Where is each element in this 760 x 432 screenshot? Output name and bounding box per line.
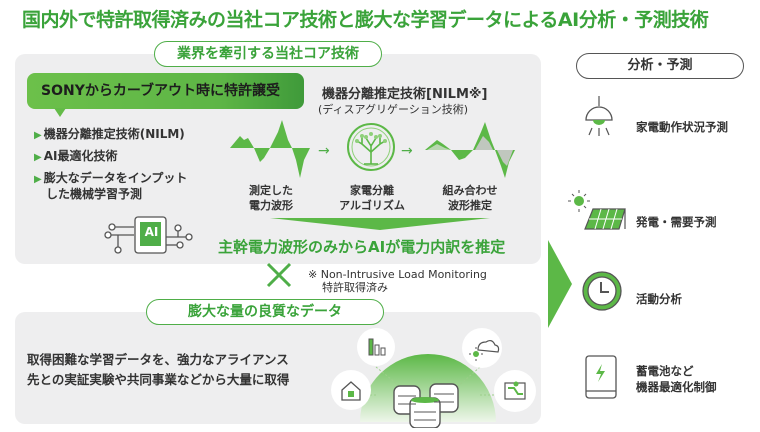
battery-device-icon bbox=[584, 354, 618, 400]
nilm-subtitle: (ディスアグリゲーション技術) bbox=[318, 103, 469, 116]
tree-circuit-icon bbox=[346, 122, 396, 172]
data-header: 膨大な量の良質なデータ bbox=[146, 299, 384, 325]
callout-tail bbox=[54, 108, 66, 117]
analysis-header: 分析・予測 bbox=[576, 53, 744, 79]
arrow-right-icon: → bbox=[318, 143, 330, 159]
step-caption-combined: 組み合わせ 波形推定 bbox=[442, 184, 498, 212]
cross-icon bbox=[266, 262, 292, 288]
page-title: 国内外で特許取得済みの当社コア技術と膨大な学習データによるAI分析・予測技術 bbox=[22, 9, 709, 31]
map-route-icon bbox=[494, 370, 536, 412]
bullet-ml-cont: した機械学習予測 bbox=[46, 187, 143, 201]
core-tech-header: 業界を牽引する当社コア技術 bbox=[154, 41, 382, 67]
funnel-arrow-icon bbox=[270, 218, 490, 230]
analysis-item-appliance: 家電動作状況予測 bbox=[636, 120, 728, 134]
bullet-nilm: ▶機器分離推定技術(NILM) bbox=[34, 127, 185, 141]
data-description: 取得困難な学習データを、強力なアライアンス 先との実証実験や共同事業などから大量… bbox=[27, 352, 290, 387]
sony-patent-callout: SONYからカーブアウト時に特許譲受 bbox=[27, 73, 304, 109]
ai-chip-icon bbox=[104, 213, 196, 257]
nilm-title: 機器分離推定技術[NILM※] bbox=[322, 87, 488, 102]
cloud-sun-icon bbox=[462, 328, 502, 368]
footnote: ※ Non-Intrusive Load Monitoring 特許取得済み bbox=[308, 268, 487, 294]
pendant-lamp-icon bbox=[582, 96, 616, 140]
big-right-arrow-icon bbox=[548, 240, 572, 328]
step-caption-algorithm: 家電分離 アルゴリズム bbox=[339, 184, 405, 212]
result-text: 主幹電力波形のみからAIが電力内訳を推定 bbox=[218, 238, 506, 256]
bar-chart-icon bbox=[357, 328, 395, 366]
clock-icon bbox=[581, 270, 623, 312]
step-caption-measured: 測定した 電力波形 bbox=[249, 184, 293, 212]
waveform-icon bbox=[230, 120, 310, 182]
analysis-item-activity: 活動分析 bbox=[636, 292, 682, 306]
analysis-item-battery: 蓄電池など 機器最適化制御 bbox=[636, 364, 717, 394]
bullet-ai-opt: ▶AI最適化技術 bbox=[34, 149, 118, 163]
house-icon bbox=[331, 370, 371, 410]
database-icon bbox=[330, 322, 540, 429]
callout-text: SONYからカーブアウト時に特許譲受 bbox=[41, 83, 280, 99]
analysis-item-generation: 発電・需要予測 bbox=[636, 215, 717, 229]
solar-panel-icon bbox=[563, 185, 629, 233]
arrow-right-icon: → bbox=[401, 143, 413, 159]
ai-chip-label: AI bbox=[144, 225, 159, 239]
bullet-ml: ▶膨大なデータをインプット bbox=[34, 171, 188, 185]
combined-waveform-icon bbox=[425, 122, 515, 182]
